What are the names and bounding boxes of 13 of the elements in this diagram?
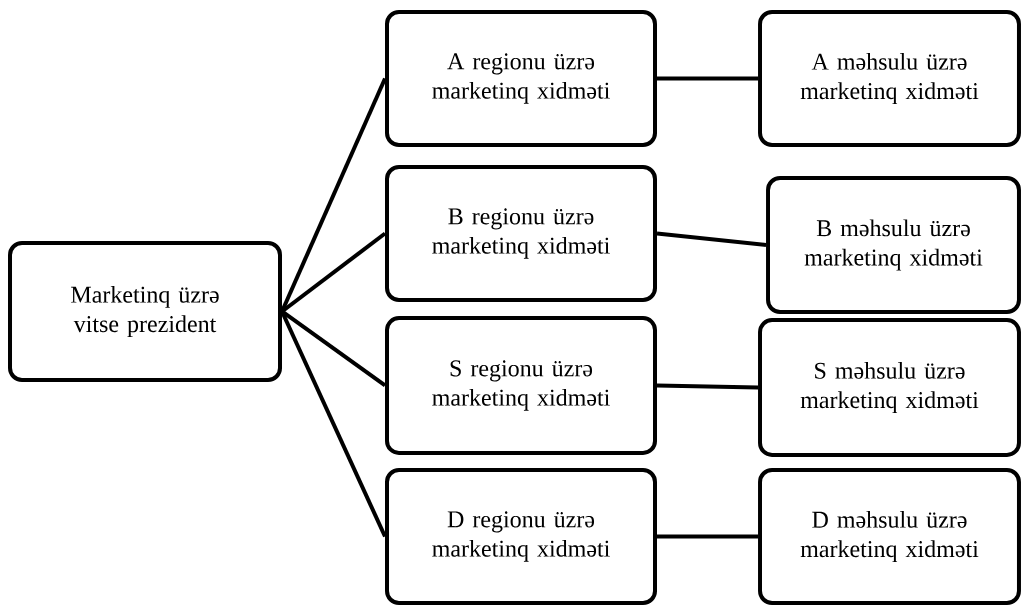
org-box: A məhsulu üzrə marketinq xidməti bbox=[758, 9, 1021, 148]
org-box: D regionu üzrə marketinq xidməti bbox=[385, 467, 657, 606]
org-box: B regionu üzrə marketinq xidməti bbox=[385, 164, 657, 303]
org-box: D məhsulu üzrə marketinq xidməti bbox=[758, 467, 1021, 606]
org-box: Marketinq üzrə vitse prezident bbox=[8, 240, 282, 383]
org-box: S regionu üzrə marketinq xidməti bbox=[385, 316, 657, 455]
org-box: S məhsulu üzrə marketinq xidməti bbox=[758, 318, 1021, 457]
connector-line bbox=[656, 231, 767, 247]
org-box: B məhsulu üzrə marketinq xidməti bbox=[766, 176, 1021, 314]
connector-line bbox=[657, 534, 759, 539]
org-box: A regionu üzrə marketinq xidməti bbox=[385, 9, 657, 148]
connector-line bbox=[657, 76, 759, 81]
connector-line bbox=[656, 383, 759, 390]
